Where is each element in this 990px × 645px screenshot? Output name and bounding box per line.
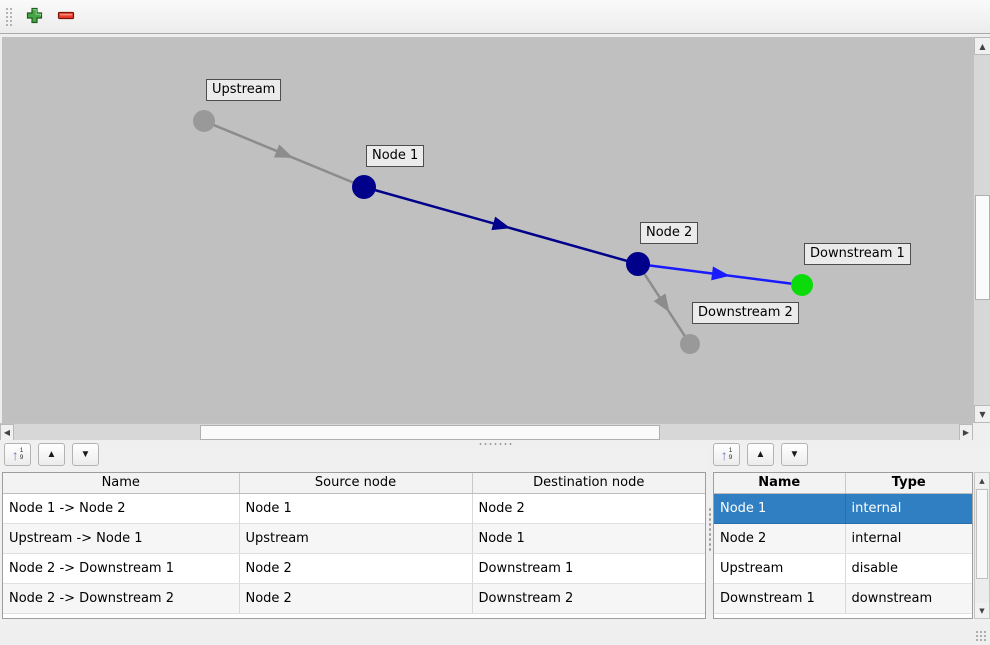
table-cell[interactable]: Upstream xyxy=(239,523,473,554)
column-header-source-node[interactable]: Source node xyxy=(239,473,473,494)
table-cell[interactable]: internal xyxy=(845,523,972,554)
left-arrow-icon: ◀ xyxy=(3,428,11,437)
up-arrow-icon: ▲ xyxy=(46,449,57,460)
graph-node[interactable] xyxy=(791,274,813,296)
add-button[interactable] xyxy=(22,5,46,29)
table-cell[interactable]: Node 2 xyxy=(714,523,846,554)
node-label[interactable]: Downstream 1 xyxy=(804,243,911,265)
table-cell[interactable]: Upstream xyxy=(714,553,846,584)
top-toolbar xyxy=(0,0,990,34)
scrollbar-corner xyxy=(973,423,990,440)
graph-node[interactable] xyxy=(680,334,700,354)
column-header-name[interactable]: Name xyxy=(714,473,846,494)
scroll-right-button[interactable]: ▶ xyxy=(959,424,973,441)
horizontal-splitter[interactable] xyxy=(0,440,990,447)
minus-icon xyxy=(57,7,75,27)
nodes-table-scrollbar[interactable]: ▲ ▼ xyxy=(974,472,990,619)
move-up-button[interactable]: ▲ xyxy=(38,443,65,466)
column-header-destination-node[interactable]: Destination node xyxy=(472,473,705,494)
graph-vertical-scrollbar[interactable]: ▲ ▼ xyxy=(973,37,990,423)
move-up-button[interactable]: ▲ xyxy=(747,443,774,466)
toolbar-drag-handle[interactable] xyxy=(4,5,12,28)
scroll-down-button[interactable]: ▼ xyxy=(975,603,989,618)
column-header-name[interactable]: Name xyxy=(3,473,240,494)
down-arrow-icon: ▼ xyxy=(979,409,986,419)
window-resize-grip[interactable] xyxy=(975,630,987,642)
move-down-button[interactable]: ▼ xyxy=(72,443,99,466)
table-cell[interactable]: Downstream 2 xyxy=(472,583,705,614)
edge-arrow-icon xyxy=(273,144,294,158)
status-bar xyxy=(0,622,990,645)
edge-arrow-icon xyxy=(491,216,511,231)
table-cell[interactable]: Node 2 -> Downstream 1 xyxy=(3,553,240,584)
graph-node[interactable] xyxy=(193,110,215,132)
table-cell[interactable]: Node 2 xyxy=(239,583,473,614)
edge-arrow-icon xyxy=(653,293,670,313)
splitter-handle-icon xyxy=(708,507,712,553)
table-cell[interactable]: disable xyxy=(845,553,972,584)
vertical-scroll-thumb[interactable] xyxy=(975,195,990,300)
vertical-scroll-thumb[interactable] xyxy=(976,489,988,579)
table-cell[interactable]: Node 1 xyxy=(472,523,705,554)
node-label[interactable]: Downstream 2 xyxy=(692,302,799,324)
up-arrow-icon: ▲ xyxy=(979,41,986,51)
table-cell[interactable]: Node 2 xyxy=(472,493,705,524)
graph-horizontal-scrollbar[interactable]: ◀ ▶ xyxy=(0,423,973,441)
edge-arrow-icon xyxy=(711,266,730,281)
table-cell[interactable]: downstream xyxy=(845,583,972,614)
scroll-up-button[interactable]: ▲ xyxy=(975,473,989,488)
down-arrow-icon: ▼ xyxy=(789,449,800,460)
node-label[interactable]: Node 1 xyxy=(366,145,425,167)
table-cell[interactable]: Node 1 xyxy=(239,493,473,524)
scroll-up-button[interactable]: ▲ xyxy=(974,37,990,55)
up-arrow-icon: ▲ xyxy=(755,449,766,460)
splitter-handle-icon xyxy=(478,442,512,446)
graph-node[interactable] xyxy=(352,175,376,199)
edges-table: Name Source node Destination node Node 1… xyxy=(2,472,706,619)
node-label[interactable]: Upstream xyxy=(206,79,282,101)
table-cell[interactable]: Downstream 1 xyxy=(714,583,846,614)
node-label[interactable]: Node 2 xyxy=(640,222,699,244)
down-arrow-icon: ▼ xyxy=(979,606,985,615)
right-arrow-icon: ▶ xyxy=(962,428,970,437)
graph-node[interactable] xyxy=(626,252,650,276)
table-cell[interactable]: Node 2 xyxy=(239,553,473,584)
plus-icon xyxy=(26,7,43,27)
down-arrow-icon: ▼ xyxy=(80,449,91,460)
scroll-down-button[interactable]: ▼ xyxy=(974,405,990,423)
column-header-type[interactable]: Type xyxy=(845,473,972,494)
table-cell[interactable]: Downstream 1 xyxy=(472,553,705,584)
move-down-button[interactable]: ▼ xyxy=(781,443,808,466)
graph-svg xyxy=(193,110,813,354)
horizontal-scroll-thumb[interactable] xyxy=(200,425,660,440)
table-cell[interactable]: Upstream -> Node 1 xyxy=(3,523,240,554)
table-cell[interactable]: Node 1 xyxy=(714,493,846,524)
up-arrow-icon: ▲ xyxy=(979,476,985,485)
scroll-left-button[interactable]: ◀ xyxy=(0,424,14,441)
table-cell[interactable]: Node 2 -> Downstream 2 xyxy=(3,583,240,614)
vertical-splitter[interactable] xyxy=(706,447,713,622)
table-cell[interactable]: internal xyxy=(845,493,972,524)
table-cell[interactable]: Node 1 -> Node 2 xyxy=(3,493,240,524)
remove-button[interactable] xyxy=(54,5,78,29)
